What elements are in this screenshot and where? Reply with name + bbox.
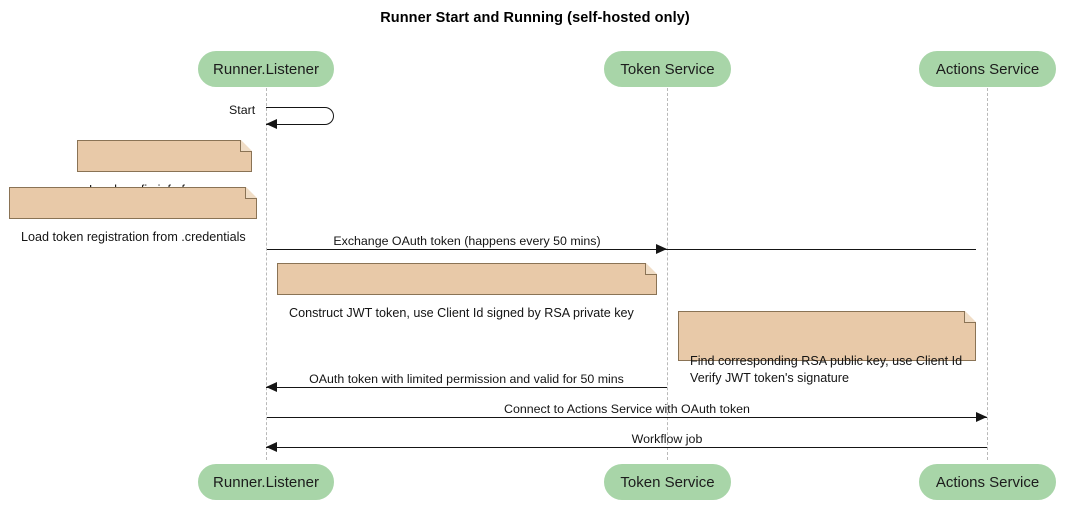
diagram-title: Runner Start and Running (self-hosted on… — [380, 10, 690, 26]
message-exchange-oauth-token-label: Exchange OAuth token (happens every 50 m… — [333, 234, 601, 248]
lifeline-runner — [266, 88, 267, 460]
message-oauth-token-return-arrowhead — [266, 382, 277, 392]
lifeline-token — [667, 88, 668, 460]
note-fold-icon — [245, 186, 257, 199]
message-connect-actions-arrowhead — [976, 412, 987, 422]
participant-runner-top[interactable]: Runner.Listener — [198, 51, 334, 87]
participant-actions-bottom[interactable]: Actions Service — [919, 464, 1056, 500]
message-oauth-token-return-line — [266, 387, 667, 388]
participant-label: Runner.Listener — [213, 473, 319, 491]
note-text: Construct JWT token, use Client Id signe… — [289, 306, 634, 320]
participant-label: Actions Service — [935, 473, 1040, 491]
note-text: Load token registration from .credential… — [21, 230, 246, 244]
message-start-arrowhead — [266, 119, 277, 129]
message-connect-actions-label: Connect to Actions Service with OAuth to… — [504, 402, 750, 416]
participant-runner-bottom[interactable]: Runner.Listener — [198, 464, 334, 500]
participant-token-top[interactable]: Token Service — [604, 51, 731, 87]
participant-actions-top[interactable]: Actions Service — [919, 51, 1056, 87]
note-text: Find corresponding RSA public key, use C… — [690, 354, 963, 385]
message-exchange-oauth-token-line — [267, 249, 976, 250]
note-fold-icon — [240, 139, 252, 152]
note-load-token-registration: Load token registration from .credential… — [9, 186, 257, 244]
participant-label: Token Service — [620, 60, 715, 78]
message-workflow-job-arrowhead — [266, 442, 277, 452]
participant-token-bottom[interactable]: Token Service — [604, 464, 731, 500]
message-oauth-token-return-label: OAuth token with limited permission and … — [309, 372, 624, 386]
note-fold-icon — [645, 262, 657, 275]
message-exchange-oauth-token-arrowhead — [656, 244, 667, 254]
note-verify-jwt-signature: Find corresponding RSA public key, use C… — [678, 310, 976, 385]
participant-label: Token Service — [620, 473, 715, 491]
lifeline-actions — [987, 88, 988, 460]
participant-label: Runner.Listener — [213, 60, 319, 78]
note-load-config: Load config info from .runner — [77, 139, 252, 214]
message-workflow-job-label: Workflow job — [631, 432, 703, 446]
message-workflow-job-line — [266, 447, 987, 448]
participant-label: Actions Service — [935, 60, 1040, 78]
note-fold-icon — [964, 310, 976, 323]
message-connect-actions-line — [267, 417, 987, 418]
message-start-selfloop — [266, 107, 334, 125]
message-start-label: Start — [229, 103, 256, 117]
note-construct-jwt-token: Construct JWT token, use Client Id signe… — [277, 262, 657, 320]
